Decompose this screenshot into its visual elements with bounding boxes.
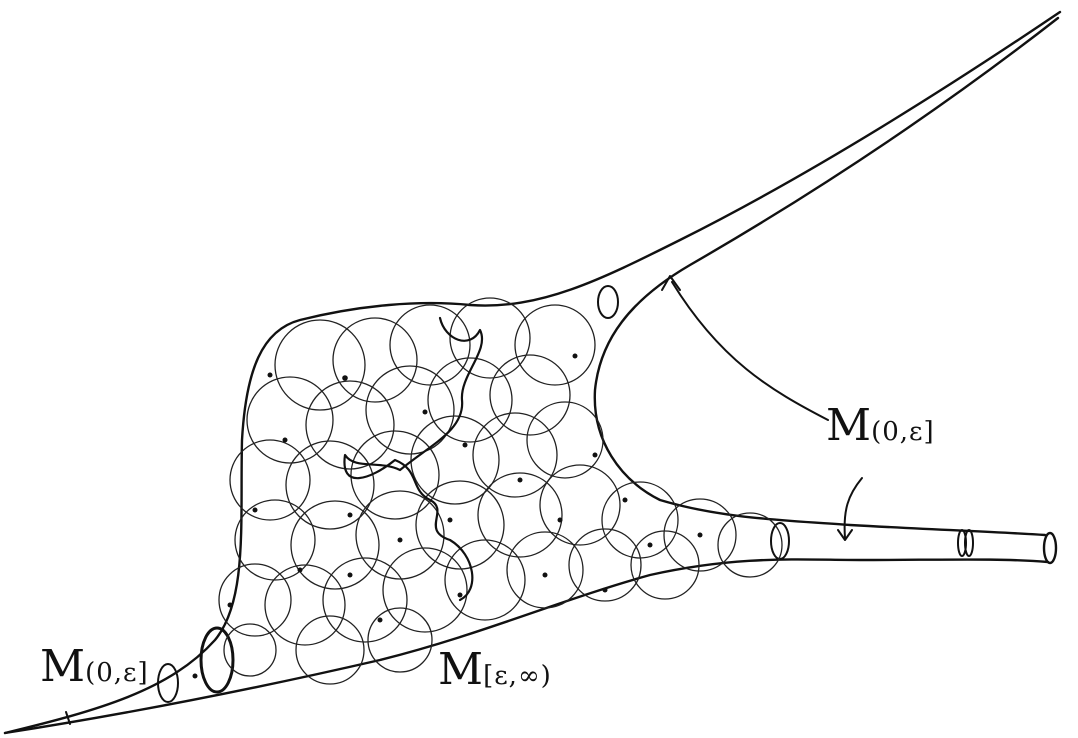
- label-subscript: (0,ε]: [85, 658, 149, 688]
- ball-center-dot: [228, 603, 233, 608]
- ball-center-dot: [348, 513, 353, 518]
- ball-center-dot: [378, 618, 383, 623]
- ball-center-dot: [342, 375, 348, 381]
- covering-ball: [507, 532, 583, 608]
- ball-center-dot: [423, 410, 428, 415]
- arrowhead: [662, 276, 680, 290]
- arrow-to-lower-tube: [845, 478, 862, 538]
- covering-ball: [718, 513, 782, 577]
- ball-center-dot: [398, 538, 403, 543]
- covering-ball: [235, 500, 315, 580]
- label-subscript: (0,ε]: [871, 417, 935, 447]
- tube-end-cap: [1044, 533, 1056, 563]
- ball-center-dot: [283, 438, 288, 443]
- covering-ball: [416, 481, 504, 569]
- ball-center-dot: [348, 573, 353, 578]
- covering-ball: [390, 305, 470, 385]
- ball-center-dot: [698, 533, 703, 538]
- label-thin-part-left: M(0,ε]: [40, 645, 149, 689]
- ball-center-dot: [253, 508, 258, 513]
- covering-ball: [247, 377, 333, 463]
- ball-center-dot: [298, 568, 303, 573]
- ball-center-dot: [463, 443, 468, 448]
- covering-ball: [478, 473, 562, 557]
- ball-center-dot: [448, 518, 453, 523]
- ball-center-dot: [593, 453, 598, 458]
- surface-outer-boundary: [5, 12, 1060, 733]
- covering-ball: [356, 491, 444, 579]
- ball-center-dot: [603, 588, 608, 593]
- label-thick-part: M[ε,∞): [438, 648, 552, 692]
- covering-ball: [323, 558, 407, 642]
- covering-ball: [515, 305, 595, 385]
- thin-tube-circle: [598, 286, 618, 318]
- covering-ball: [490, 355, 570, 435]
- covering-ball: [291, 501, 379, 589]
- ball-cover: [219, 298, 782, 684]
- thin-tube-circle: [771, 523, 789, 559]
- covering-ball: [275, 320, 365, 410]
- covering-ball: [445, 540, 525, 620]
- label-letter: M: [826, 400, 871, 451]
- ball-centers: [193, 354, 703, 679]
- ball-center-dot: [518, 478, 523, 483]
- ball-center-dot: [193, 674, 198, 679]
- ball-center-dot: [543, 573, 548, 578]
- ball-center-dot: [573, 354, 578, 359]
- ball-center-dot: [268, 373, 273, 378]
- ball-center-dot: [648, 543, 653, 548]
- covering-ball: [473, 413, 557, 497]
- label-thin-part-right: M(0,ε]: [826, 404, 935, 448]
- label-letter: M: [438, 644, 483, 695]
- arrow-to-upper-tube: [672, 282, 828, 420]
- ball-center-dot: [558, 518, 563, 523]
- ball-center-dot: [458, 593, 463, 598]
- label-subscript: [ε,∞): [483, 661, 552, 691]
- surface-bottom-boundary: [5, 559, 1048, 733]
- covering-ball: [450, 298, 530, 378]
- ball-center-dot: [623, 498, 628, 503]
- thin-tube-circle: [158, 664, 178, 702]
- label-letter: M: [40, 641, 85, 692]
- covering-ball: [296, 616, 364, 684]
- surface-inner-boundary: [595, 18, 1058, 535]
- covering-ball: [351, 431, 439, 519]
